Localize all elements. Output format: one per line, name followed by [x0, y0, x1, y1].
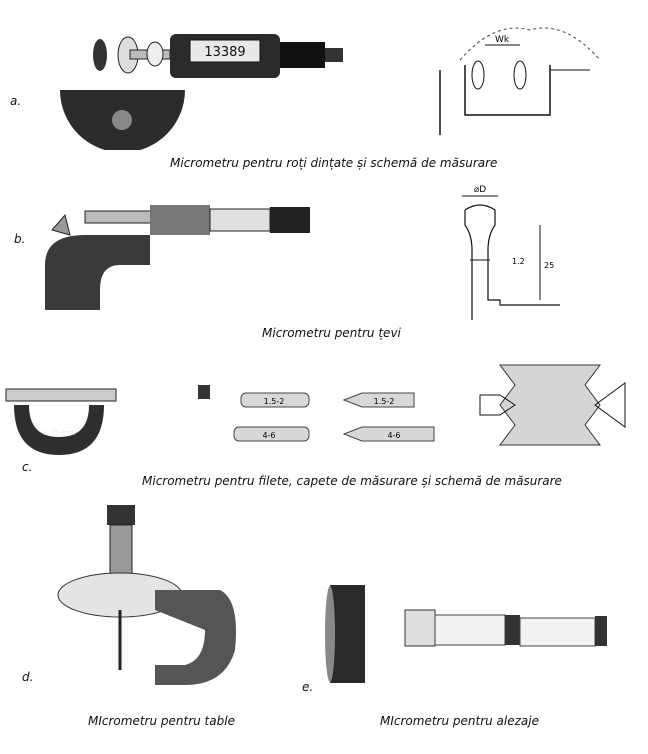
figure-a-gear-micrometer: 13389 [60, 10, 360, 153]
diameter-label: ⌀D [474, 185, 486, 195]
caption-e: MIcrometru pentru alezaje [380, 714, 539, 728]
figure-b-scheme: ⌀D 1.2 25 [440, 180, 570, 330]
thread-micrometer-drawing: 0-25 mm 1.5-2 1.5-2 4-6 4-6 [5, 385, 435, 455]
wk-label: Wk [495, 35, 510, 45]
label-b: b. [14, 232, 26, 246]
figure-c-scheme [470, 355, 630, 465]
figure-e-bore-micrometer [320, 580, 620, 685]
label-a: a. [10, 94, 22, 108]
tip-label-2: 1.5-2 [374, 397, 395, 406]
tip-label-1: 1.5-2 [264, 397, 285, 406]
caption-c: Micrometru pentru filete, capete de măsu… [142, 474, 562, 488]
caption-b: Micrometru pentru țevi [262, 326, 401, 340]
figure-d-sheet-micrometer [55, 500, 255, 690]
dim-25: 25 [544, 261, 554, 270]
figure-c-thread-micrometer: 0-25 mm 1.5-2 1.5-2 4-6 4-6 [4, 375, 444, 460]
label-e: e. [302, 680, 314, 694]
label-c: c. [22, 460, 33, 474]
label-d: d. [22, 670, 34, 684]
figure-b-tube-micrometer [40, 195, 330, 320]
digital-display-reading: 13389 [204, 45, 245, 60]
frame-range-text: 0-25 mm [43, 429, 75, 437]
figure-a-scheme: Wk [430, 20, 630, 140]
thread-measurement-scheme [479, 364, 626, 446]
gear-micrometer-drawing: 13389 [60, 34, 343, 153]
bore-micrometer-drawing [325, 585, 607, 683]
sheet-micrometer-drawing [57, 505, 236, 685]
tip-label-4: 4-6 [387, 431, 400, 440]
caption-a: Micrometru pentru roți dințate și schemă… [170, 156, 498, 170]
tube-measurement-scheme: ⌀D 1.2 25 [462, 185, 560, 320]
tube-micrometer-drawing [45, 205, 310, 310]
gear-measurement-scheme: Wk [439, 27, 601, 135]
caption-d: MIcrometru pentru table [88, 714, 235, 728]
dim-1-2: 1.2 [512, 257, 525, 266]
tip-label-3: 4-6 [262, 431, 275, 440]
